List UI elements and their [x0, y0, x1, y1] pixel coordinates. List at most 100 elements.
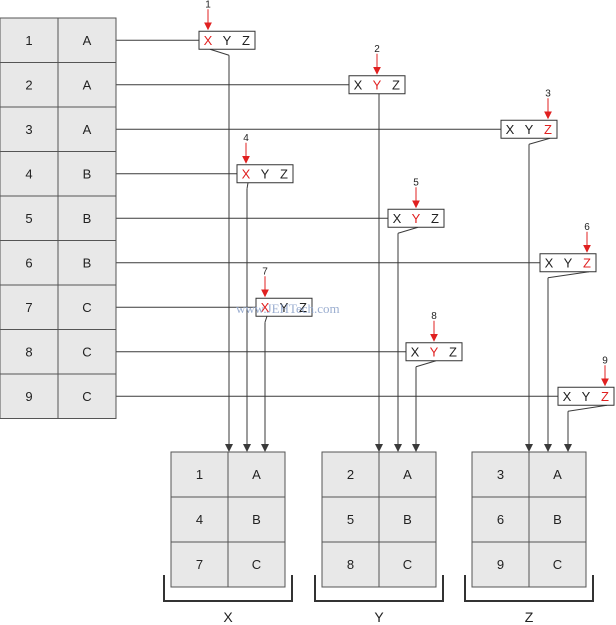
source-value-text: C: [82, 344, 91, 359]
bucket-id-text: 4: [196, 512, 203, 527]
selector-option-y: Y: [280, 300, 289, 315]
source-id-text: 9: [25, 389, 32, 404]
selector-option-y: Y: [373, 77, 382, 92]
step-number: 1: [205, 0, 211, 10]
source-value-text: A: [83, 77, 92, 92]
bucket-value-cell: [378, 451, 437, 498]
bucket-value-text: C: [553, 557, 562, 572]
source-id-text: 1: [25, 33, 32, 48]
bucket-value-text: B: [252, 512, 261, 527]
step-number: 6: [584, 222, 590, 233]
source-value-cell: [57, 240, 117, 286]
bucket-value-cell: [227, 541, 286, 588]
source-id-text: 2: [25, 77, 32, 92]
bucket-id-text: 7: [196, 557, 203, 572]
selector-box: [539, 253, 597, 273]
bucket-label: Z: [525, 609, 534, 625]
selector-option-z: Z: [392, 77, 400, 92]
source-value-cell: [57, 106, 117, 152]
step-number: 9: [602, 355, 608, 366]
bucket-id-text: 3: [497, 467, 504, 482]
selector-option-y: Y: [430, 344, 439, 359]
bucket-value-text: A: [553, 467, 562, 482]
selector-box: [405, 342, 463, 362]
step-number: 8: [431, 311, 437, 322]
source-value-cell: [57, 329, 117, 375]
route-vertical-line: [209, 48, 230, 56]
bucket-id-text: 1: [196, 467, 203, 482]
selector-option-x: X: [411, 344, 420, 359]
source-value-cell: [57, 284, 117, 330]
bucket-bracket: [464, 575, 594, 602]
watermark-text: www.JEHTech.com: [236, 301, 340, 316]
bucket-value-text: A: [252, 467, 261, 482]
bucket-label: X: [223, 609, 233, 625]
step-number: 3: [545, 88, 551, 99]
selector-option-z: Z: [242, 33, 250, 48]
bucket-value-text: C: [403, 557, 412, 572]
source-value-cell: [57, 151, 117, 197]
bucket-label: Y: [374, 609, 384, 625]
source-value-cell: [57, 195, 117, 241]
source-id-text: 3: [25, 122, 32, 137]
bucket-id-cell: [471, 496, 530, 543]
selector-option-z: Z: [449, 344, 457, 359]
bucket-bracket: [163, 575, 293, 602]
selector-option-z: Z: [280, 166, 288, 181]
step-markers: 1 2 3 4 5 6 7 8 9: [204, 0, 609, 387]
route-vertical-line: [264, 316, 268, 323]
selector-option-z: Z: [299, 300, 307, 315]
bucket-value-text: B: [553, 512, 562, 527]
source-id-cell: [0, 240, 59, 286]
step-number: 2: [374, 44, 380, 55]
bucket-id-text: 5: [347, 512, 354, 527]
selector-option-x: X: [545, 255, 554, 270]
selector-box: [500, 119, 558, 139]
selector-option-y: Y: [564, 255, 573, 270]
source-id-text: 6: [25, 255, 32, 270]
selector-option-z: Z: [583, 255, 591, 270]
selector-box: [557, 386, 615, 406]
selector-option-x: X: [506, 122, 515, 137]
source-id-cell: [0, 373, 59, 419]
selector-option-y: Y: [582, 389, 591, 404]
selector-option-x: X: [354, 77, 363, 92]
source-value-text: B: [83, 255, 92, 270]
selector-option-z: Z: [601, 389, 609, 404]
step-number: 7: [262, 266, 268, 277]
step-number: 4: [243, 133, 249, 144]
selector-box: [255, 297, 313, 317]
selector-option-y: Y: [412, 211, 421, 226]
bucket-id-text: 6: [497, 512, 504, 527]
selector-option-x: X: [563, 389, 572, 404]
source-id-text: 4: [25, 166, 32, 181]
source-value-cell: [57, 373, 117, 419]
bucket-bracket: [314, 575, 444, 602]
selector-option-z: Z: [544, 122, 552, 137]
bucket-value-cell: [528, 496, 587, 543]
selector-option-z: Z: [431, 211, 439, 226]
selector-box: [348, 75, 406, 95]
bucket-id-cell: [321, 451, 380, 498]
bucket-id-cell: [321, 541, 380, 588]
selector-option-y: Y: [525, 122, 534, 137]
route-vertical-line: [246, 182, 249, 189]
bucket-value-cell: [528, 541, 587, 588]
source-value-text: B: [83, 166, 92, 181]
route-vertical-line: [415, 360, 437, 368]
source-id-text: 7: [25, 300, 32, 315]
selector-option-y: Y: [223, 33, 232, 48]
bucket-value-text: B: [403, 512, 412, 527]
bucket-id-text: 9: [497, 557, 504, 572]
bucket-id-cell: [471, 451, 530, 498]
routing-lines: [116, 39, 608, 452]
route-vertical-line: [547, 271, 590, 279]
source-value-cell: [57, 62, 117, 108]
bucket-value-text: C: [252, 557, 261, 572]
step-number: 5: [413, 177, 419, 188]
source-value-text: A: [83, 33, 92, 48]
route-vertical-line: [528, 137, 551, 145]
